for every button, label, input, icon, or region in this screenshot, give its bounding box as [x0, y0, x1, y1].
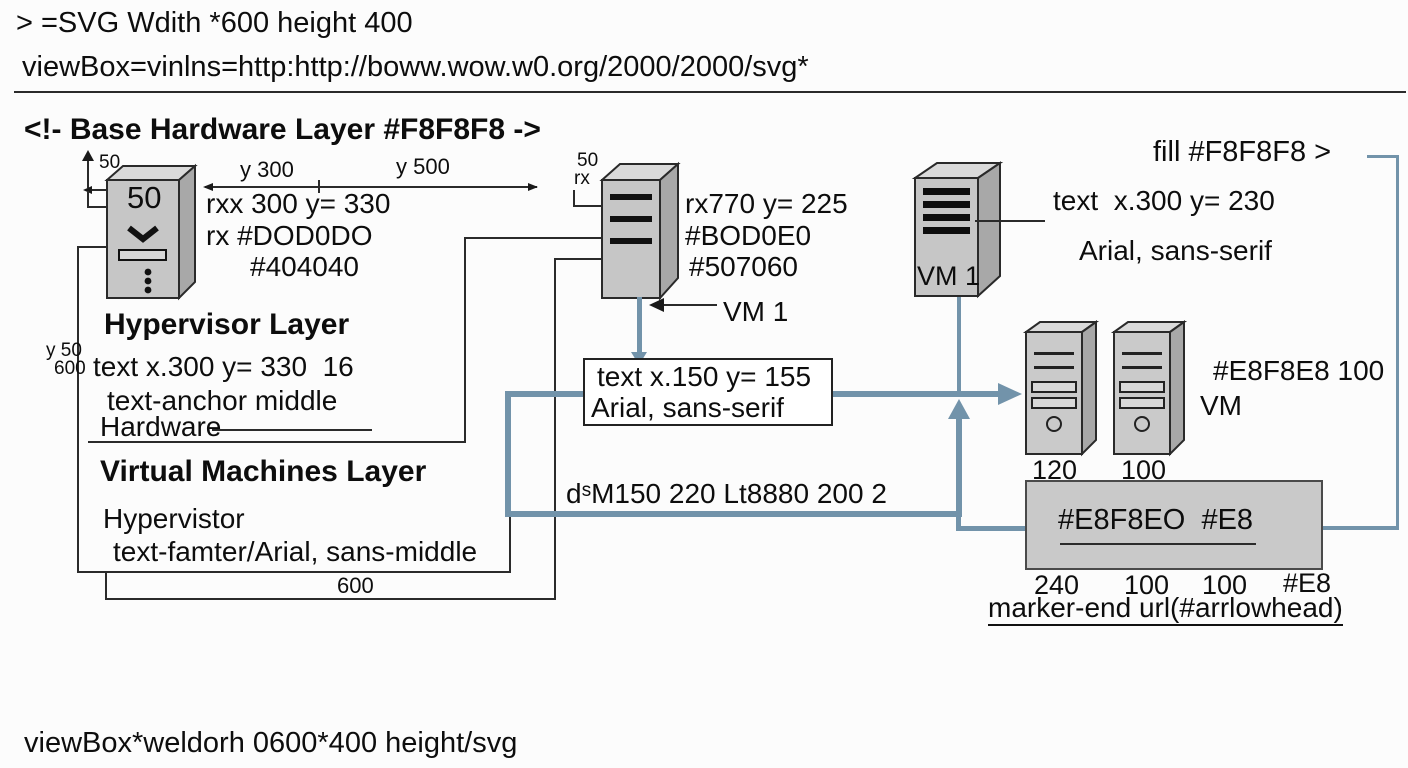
pool-label-underline	[1060, 543, 1256, 545]
hypervisor-line: text x.300 y= 330 16	[93, 351, 354, 382]
text-attr-line: Arial, sans-serif	[591, 392, 784, 423]
dim-vline	[87, 160, 89, 188]
connector-line	[77, 246, 79, 573]
dim-y500: y 500	[396, 154, 450, 179]
right-server-annotation: Arial, sans-serif	[1079, 235, 1272, 266]
dim-rx-mid: rx	[574, 168, 590, 189]
tower-dim-100: 100	[1121, 455, 1167, 485]
tower-dim-120: 120	[1032, 455, 1078, 485]
flow-line-bottom	[505, 511, 962, 517]
vm1-pointer-label: VM 1	[723, 296, 789, 327]
dim-50-mid: 50	[577, 150, 599, 171]
vm-layer-line: Hypervistor	[103, 503, 245, 534]
bracket-line	[105, 571, 107, 600]
hardware-underline	[212, 429, 372, 431]
dim-y50: y 50	[46, 340, 82, 361]
left-server-annotation: rx #DOD0DO	[206, 220, 373, 251]
text-attr-box	[583, 358, 833, 426]
dim-line-top	[205, 186, 537, 188]
hypervisor-line: Hardware	[100, 411, 222, 442]
leader-line	[975, 220, 1045, 222]
pool-dim: 100	[1202, 570, 1248, 600]
arrowhead-right-icon	[998, 383, 1022, 405]
base-hardware-comment: <!- Base Hardware Layer #F8F8F8 ->	[24, 113, 541, 146]
hypervisor-line: text-anchor middle	[107, 385, 338, 416]
dim-leader-v	[573, 190, 575, 207]
pool-dim: #E8	[1283, 568, 1332, 598]
connector-line	[77, 571, 511, 573]
arrowhead-up-icon	[948, 399, 970, 419]
dim-tick	[318, 180, 320, 193]
dim-y300: y 300	[240, 157, 294, 182]
vm1-pointer-line	[663, 304, 717, 306]
text-attr-line: text x.150 y= 155	[597, 361, 812, 392]
hypervisor-server-icon	[599, 161, 681, 301]
left-server-label: 50	[127, 180, 162, 215]
flow-line-down	[637, 297, 642, 354]
dim-600-side: 600	[54, 358, 86, 379]
pool-dim: 240	[1034, 570, 1080, 600]
header-rule	[14, 91, 1406, 93]
vm-tower-icon	[1022, 320, 1100, 457]
svg-header-line2: viewBox=vinlns=http:http://boww.wow.w0.o…	[22, 51, 809, 83]
connector-line	[554, 258, 556, 600]
elbow-connector-top	[1367, 155, 1399, 158]
dim-50-left: 50	[99, 152, 121, 173]
connector-line	[464, 237, 605, 239]
footer-line: viewBox*weldorh 0600*400 height/svg	[24, 727, 518, 759]
dim-leader-h	[573, 205, 602, 207]
pool-dim: 100	[1124, 570, 1170, 600]
arrow-left-sm-icon	[83, 186, 92, 194]
vm-layer-title: Virtual Machines Layer	[100, 455, 427, 488]
vm-group-annotation: VM	[1200, 390, 1242, 421]
flow-line-vm1-down	[957, 295, 961, 394]
vm1-server-label: VM 1	[917, 261, 981, 291]
flow-line-jog	[956, 511, 961, 531]
connector-line	[464, 237, 466, 443]
hypervisor-layer-title: Hypervisor Layer	[104, 308, 350, 341]
mid-server-annotation: #507060	[689, 251, 799, 282]
resource-pool-label: #E8F8EO #E8	[1058, 504, 1254, 536]
resource-pool-box	[1025, 480, 1323, 570]
vm-layer-line: text-famter/Arial, sans-middle	[113, 536, 478, 567]
arrow-right-sm-icon	[528, 183, 538, 191]
connector-line	[77, 246, 107, 248]
marker-end-note: marker-end url(#arrlowhead)	[988, 593, 1343, 627]
elbow-connector-bottom	[1268, 526, 1399, 530]
elbow-connector-right	[1396, 155, 1399, 529]
path-d-label: dˢM150 220 Lt8880 200 2	[566, 478, 887, 509]
connector-line	[88, 441, 466, 443]
connector-line	[554, 258, 605, 260]
vm-tower-icon	[1110, 320, 1188, 457]
dim-leader-h	[87, 206, 107, 208]
mid-server-annotation: #BOD0E0	[685, 220, 812, 251]
mid-server-annotation: rx770 y= 225	[685, 188, 848, 219]
vm1-server-icon	[911, 161, 1004, 299]
arrow-left-icon	[649, 298, 664, 312]
connector-line	[509, 514, 511, 573]
arrow-left-sm-icon	[203, 183, 213, 191]
flow-line-up	[956, 418, 962, 517]
left-server-annotation: #404040	[250, 251, 360, 282]
dim-leader-v	[87, 191, 89, 207]
dim-600-bottom: 600	[337, 573, 374, 598]
svg-header-line1: > =SVG Wdith *600 height 400	[16, 7, 413, 39]
arrow-up-icon	[82, 150, 94, 161]
bracket-line	[105, 598, 556, 600]
hardware-server-icon	[104, 163, 198, 301]
fill-note: fill #F8F8F8 >	[1153, 136, 1332, 168]
flow-line-to-box	[956, 526, 1061, 531]
vm-group-annotation: #E8F8E8 100	[1213, 355, 1385, 386]
left-server-annotation: rxx 300 y= 330	[206, 188, 391, 219]
flow-line-left	[505, 391, 511, 517]
right-server-annotation: text x.300 y= 230	[1053, 185, 1275, 216]
